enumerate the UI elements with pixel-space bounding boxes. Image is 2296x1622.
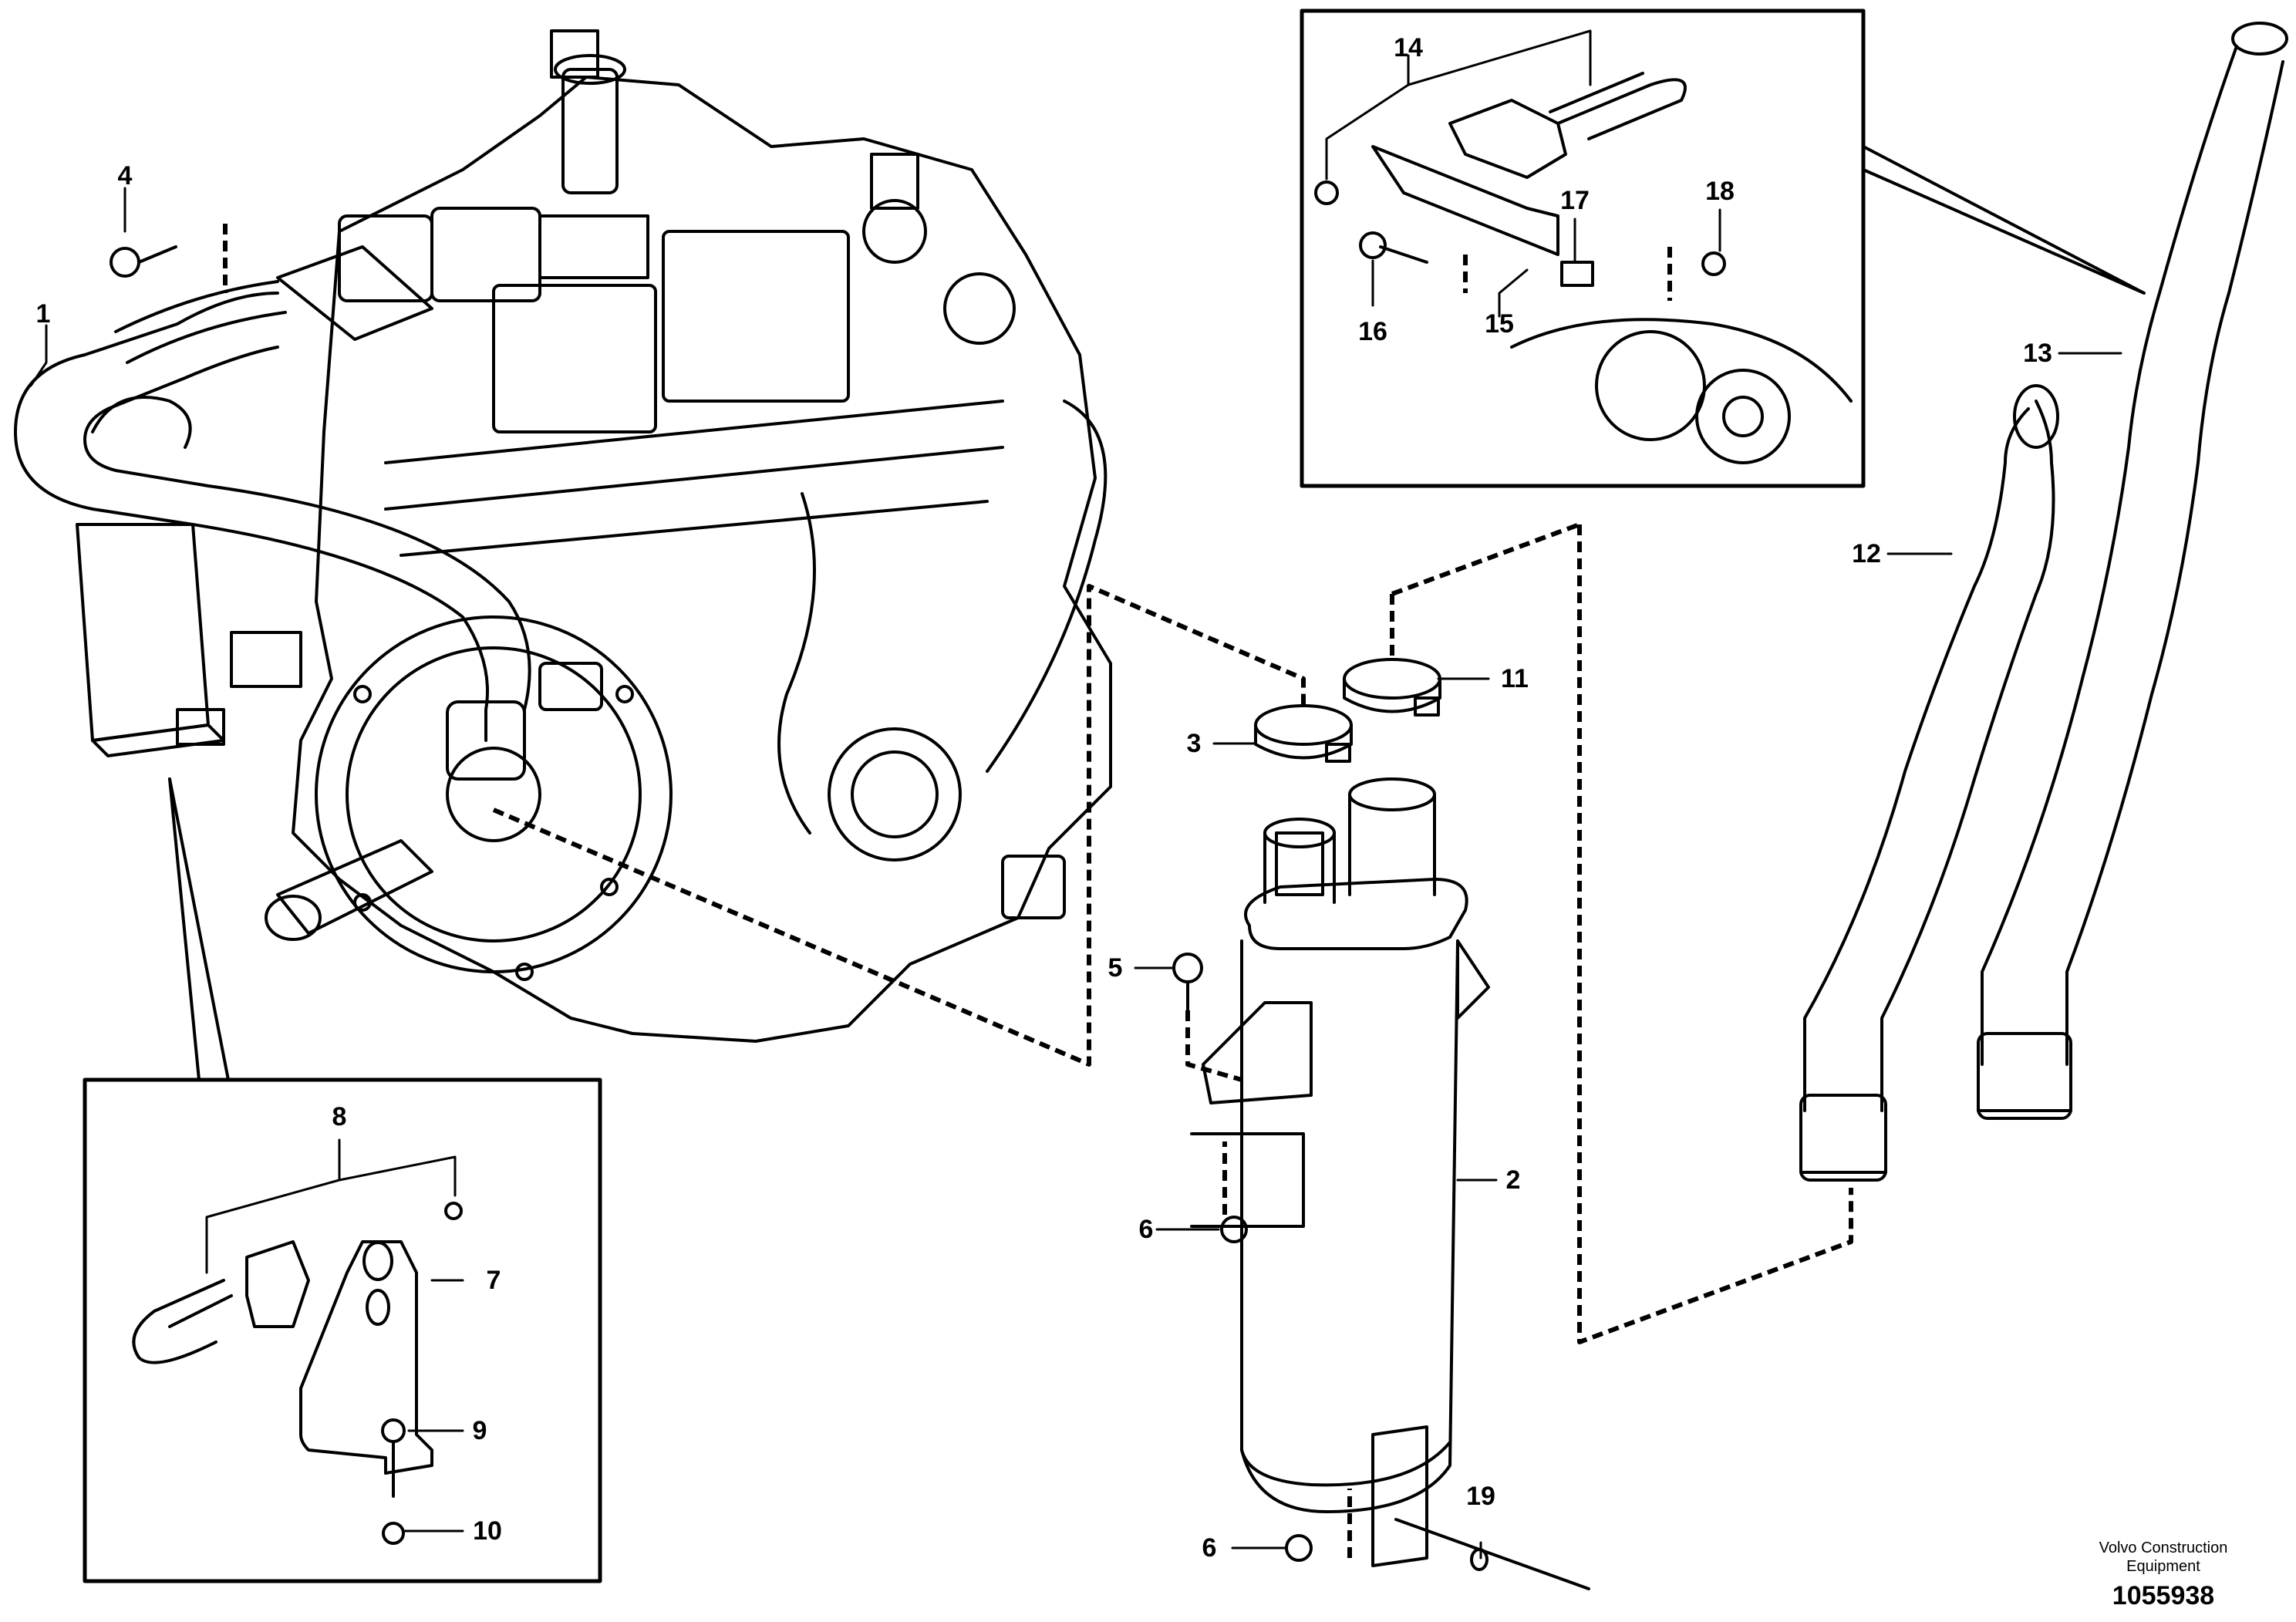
leader-lines	[29, 29, 2122, 1560]
pipe-bracket	[76, 396, 225, 757]
callout-4: 4	[117, 161, 133, 191]
muffler-2	[1190, 777, 1490, 1567]
callout-6-lower: 6	[1202, 1533, 1217, 1563]
callout-1: 1	[35, 299, 51, 329]
callout-10: 10	[473, 1516, 502, 1546]
callout-7: 7	[486, 1266, 501, 1295]
callout-11: 11	[1501, 664, 1529, 693]
callout-18: 18	[1705, 177, 1735, 206]
callout-2: 2	[1505, 1165, 1521, 1195]
tail-pipe-13	[1977, 22, 2288, 1120]
engine-assembly	[230, 29, 1112, 1043]
callout-16: 16	[1358, 317, 1387, 346]
inset-detail-bottom	[83, 777, 602, 1583]
clamp-3	[1254, 704, 1353, 763]
callout-12: 12	[1852, 539, 1881, 568]
callout-19: 19	[1466, 1482, 1495, 1511]
callout-13: 13	[2023, 339, 2052, 368]
exhaust-pipe-1	[14, 207, 541, 781]
callout-6-upper: 6	[1138, 1215, 1154, 1244]
fasteners	[110, 245, 1590, 1590]
callout-9: 9	[472, 1416, 487, 1445]
brand-line-2: Equipment	[2126, 1558, 2200, 1575]
assembly-dashed-lines	[223, 224, 1853, 1558]
brand-line-1: Volvo Construction	[2099, 1539, 2228, 1556]
callout-5: 5	[1108, 953, 1123, 983]
tail-pipe-12	[1799, 384, 2059, 1182]
figure-number: 1055938	[2112, 1581, 2215, 1610]
callout-3: 3	[1186, 729, 1202, 758]
brand-block: Volvo Construction Equipment 1055938	[2099, 1539, 2228, 1610]
callout-15: 15	[1485, 309, 1514, 339]
callout-17: 17	[1560, 186, 1590, 215]
callout-8: 8	[332, 1102, 347, 1131]
clamp-11	[1343, 658, 1441, 717]
inset-detail-top	[1300, 8, 2146, 488]
callout-14: 14	[1394, 33, 1423, 62]
